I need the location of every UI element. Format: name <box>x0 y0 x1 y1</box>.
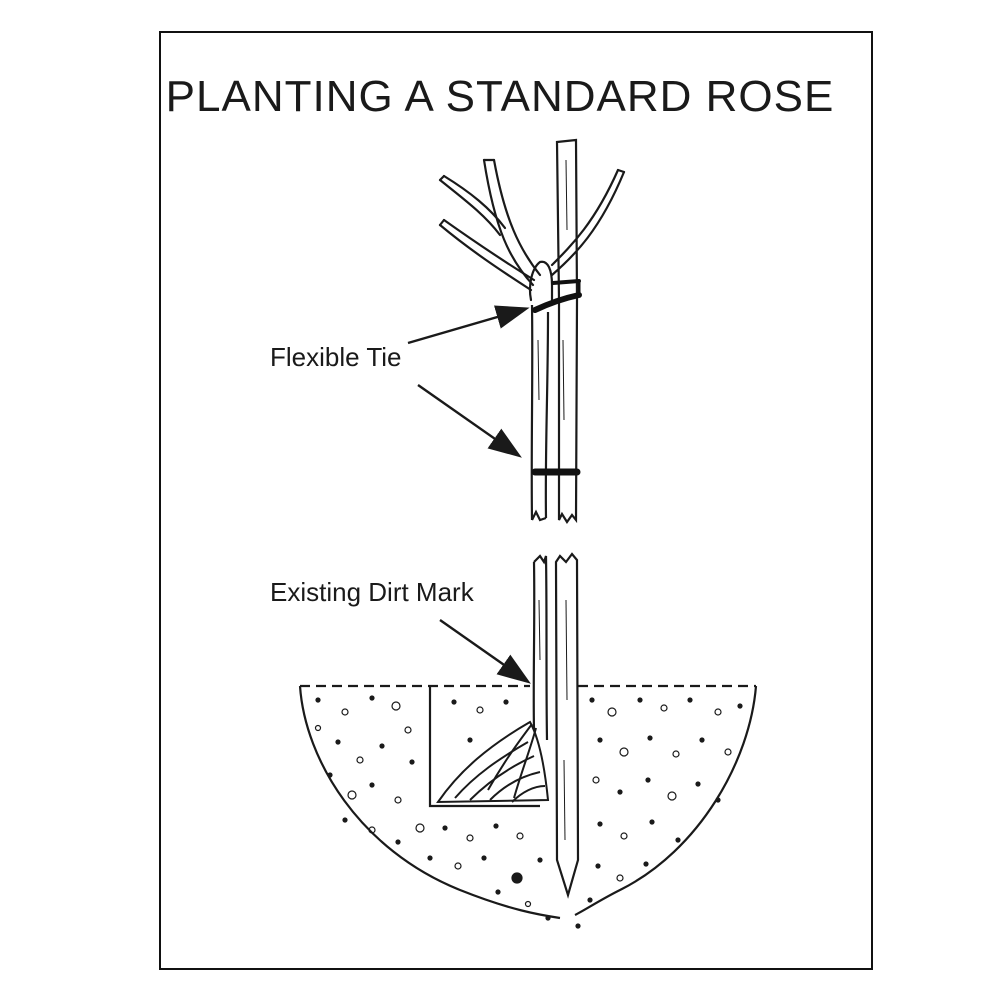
lower-rose-stem <box>532 554 549 741</box>
soil-ground <box>298 684 758 920</box>
root-ball <box>436 720 550 804</box>
flexible-tie-label: Flexible Tie <box>270 342 402 372</box>
diagram-frame <box>159 31 873 970</box>
upper-flexible-tie <box>532 279 582 313</box>
existing-dirt-mark-label: Existing Dirt Mark <box>270 577 474 607</box>
upper-rose-stem <box>530 304 550 522</box>
dirt-mark-arrow <box>439 619 531 684</box>
flexible-tie-arrows <box>407 305 530 458</box>
diagram-title: PLANTING A STANDARD ROSE <box>165 72 835 121</box>
upper-stake <box>555 138 579 524</box>
soil-texture <box>314 695 743 929</box>
lower-stake <box>554 552 580 899</box>
rose-crown-branches <box>438 158 626 302</box>
